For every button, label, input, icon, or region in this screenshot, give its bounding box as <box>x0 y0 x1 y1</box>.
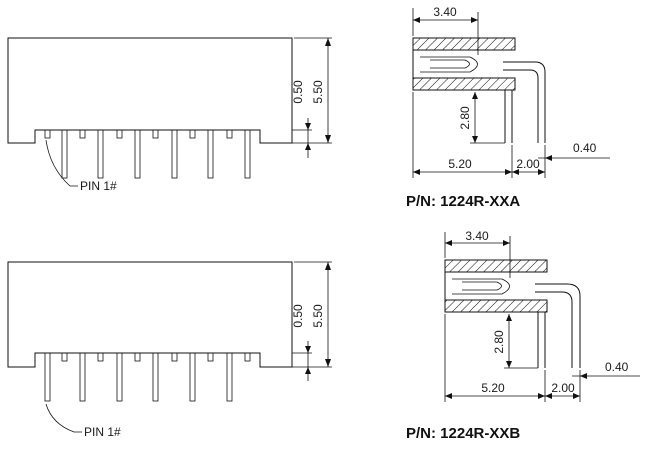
side-view-bottom: 3.40 2.80 5.20 2.00 0.40 <box>444 229 640 402</box>
pin-row-top <box>44 129 251 179</box>
part-number-bottom: P/N: 1224R-XXB <box>406 425 520 442</box>
pin-height-label: 2.80 <box>492 330 506 354</box>
height-total-label: 5.50 <box>311 80 325 104</box>
height-small-label: 0.50 <box>291 80 305 104</box>
depth-label: 5.20 <box>481 381 505 395</box>
part-number-top: P/N: 1224R-XXA <box>406 193 520 210</box>
height-total-label: 5.50 <box>311 304 325 328</box>
pitch-label: 2.00 <box>516 157 540 171</box>
width-label: 3.40 <box>433 5 457 19</box>
pin-dia-label: 0.40 <box>573 141 597 155</box>
pin1-label: PIN 1# <box>84 425 121 439</box>
front-view-bottom: 5.50 0.50 PIN 1# <box>7 261 332 439</box>
pin-height-label: 2.80 <box>458 106 472 130</box>
front-view-top: 5.50 0.50 PIN 1# <box>7 37 332 193</box>
depth-label: 5.20 <box>448 157 472 171</box>
side-view-top: 3.40 2.80 5.20 2.00 0.40 <box>412 5 610 178</box>
height-small-label: 0.50 <box>291 304 305 328</box>
pitch-label: 2.00 <box>551 381 575 395</box>
width-label: 3.40 <box>465 229 489 243</box>
pin1-label: PIN 1# <box>80 179 117 193</box>
pin-row-bottom <box>44 352 251 402</box>
pin-dia-label: 0.40 <box>605 360 629 374</box>
